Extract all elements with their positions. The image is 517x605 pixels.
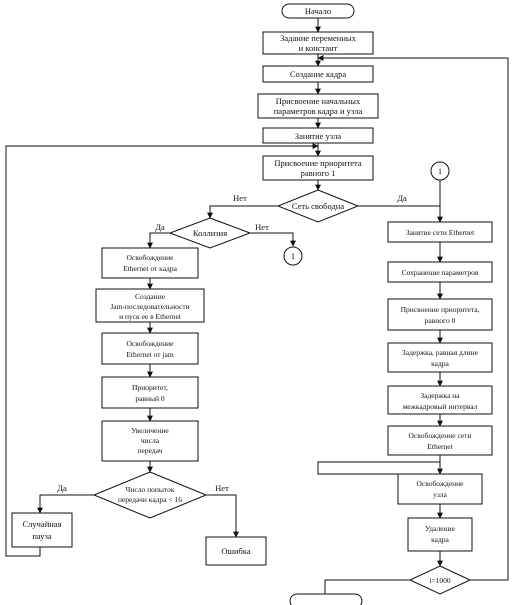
delete-frame-line1: Удаление <box>425 524 456 533</box>
priority-zero-line1: Приоритет, <box>132 383 168 392</box>
create-jam-box: Создание Jam-последовательности и пуск е… <box>95 288 205 323</box>
occupy-ethernet-box: Занятие сети Ethernet <box>387 221 493 243</box>
connector-1-right-label: 1 <box>438 166 442 176</box>
edge-collision-yes <box>147 232 170 249</box>
error-label: Ошибка <box>221 546 251 556</box>
priority-zero-box: Приоритет, равный 0 <box>101 376 199 409</box>
edge-loop-back <box>317 55 509 581</box>
edge-collision-no <box>250 232 296 247</box>
connector-1-right: 1 <box>430 161 450 181</box>
end-terminator <box>289 593 363 605</box>
free-ethernet-jam-box: Освобождение Ethernet от jam <box>101 332 199 365</box>
increase-attempts-line1: Увеличение <box>131 426 169 435</box>
increase-attempts-line2: числа <box>141 436 160 445</box>
loop-check-label: i=1000 <box>429 576 451 585</box>
random-pause-line1: Случайная <box>23 519 62 529</box>
create-frame-label: Создание кадра <box>290 69 347 79</box>
free-node-line2: узла <box>433 490 447 499</box>
random-pause-line2: пауза <box>32 531 51 541</box>
occupy-node-box: Занятие узла <box>262 127 374 144</box>
free-network-line2: Ethernet <box>427 442 453 451</box>
create-jam-line2: Jam-последовательности <box>110 302 189 311</box>
collision-yes-label: Да <box>155 222 165 232</box>
assign-priority-box: Присвоение приоритета равного 1 <box>262 155 374 181</box>
connector-1-left-label: 1 <box>291 251 295 261</box>
network-free-decision: Сеть свободна <box>276 189 360 223</box>
edge-netfree-yes <box>358 205 443 223</box>
attempts-check-line1: Число попыток <box>126 485 175 494</box>
create-jam-line3: и пуск ее в Ethernet <box>119 312 182 321</box>
assign-priority-line2: равного 1 <box>301 168 336 178</box>
network-free-yes-label: Да <box>397 193 407 203</box>
start-label: Начало <box>305 6 331 16</box>
free-ethernet-frame-box: Освобождение Ethernet от кадра <box>101 247 199 279</box>
init-vars-line2: и констант <box>299 43 338 53</box>
error-box: Ошибка <box>205 536 267 566</box>
save-params-label: Сохранение параметров <box>402 268 479 277</box>
priority-zero-line2: равный 0 <box>135 394 165 403</box>
assign-priority-zero-line2: равного 0 <box>425 316 456 325</box>
interframe-delay-box: Задержка на межкадровый интервал <box>387 385 493 415</box>
edge-freenet-freenode <box>317 455 441 475</box>
increase-attempts-line3: передач <box>138 446 163 455</box>
edge-netfree-no <box>207 205 278 219</box>
attempts-check-line2: передачи кадра < 16 <box>118 495 182 504</box>
free-node-box: Освобождение узла <box>397 473 483 505</box>
connector-1-left: 1 <box>283 246 303 266</box>
free-network-box: Освобождение сети Ethernet <box>387 425 493 456</box>
occupy-ethernet-label: Занятие сети Ethernet <box>406 228 475 237</box>
interframe-delay-line2: межкадровый интервал <box>403 402 478 411</box>
edges <box>5 18 509 594</box>
edge-loop-end <box>324 579 410 594</box>
init-vars-line1: Задание переменных <box>280 33 356 43</box>
network-free-no-label: Нет <box>233 193 247 203</box>
free-ethernet-frame-line2: Ethernet от кадра <box>123 264 178 273</box>
assign-params-line2: параметров кадра и узла <box>274 106 363 116</box>
increase-attempts-box: Увеличение числа передач <box>101 420 199 462</box>
edge-check-no <box>206 494 239 538</box>
occupy-node-label: Занятие узла <box>295 131 342 141</box>
collision-decision: Коллизия <box>168 217 252 249</box>
assign-priority-line1: Присвоение приоритета <box>274 158 361 168</box>
frame-delay-box: Задержка, равная длине кадра <box>387 342 493 373</box>
free-network-line1: Освобождение сети <box>409 431 472 440</box>
edge-pause-loopback <box>5 143 319 557</box>
delete-frame-box: Удаление кадра <box>407 517 473 552</box>
assign-priority-zero-box: Присвоение приоритета, равного 0 <box>387 298 493 331</box>
assign-params-box: Присвоение начальных параметров кадра и … <box>257 93 379 119</box>
frame-delay-line1: Задержка, равная длине <box>402 348 479 357</box>
network-free-label: Сеть свободна <box>292 201 344 211</box>
create-frame-box: Создание кадра <box>262 65 374 83</box>
attempts-yes-label: Да <box>57 483 67 493</box>
init-vars-box: Задание переменных и констант <box>262 31 374 55</box>
interframe-delay-line1: Задержка на <box>420 391 460 400</box>
assign-priority-zero-line1: Присвоение приоритета, <box>401 305 480 314</box>
attempts-no-label: Нет <box>215 483 229 493</box>
save-params-box: Сохранение параметров <box>387 261 493 283</box>
delete-frame-line2: кадра <box>431 535 449 544</box>
start-terminator: Начало <box>281 3 355 19</box>
collision-no-label: Нет <box>255 222 269 232</box>
frame-delay-line2: кадра <box>431 359 449 368</box>
create-jam-line1: Создание <box>135 292 166 301</box>
free-node-line1: Освобождение <box>416 479 464 488</box>
edge-check-yes <box>37 494 94 514</box>
assign-params-line1: Присвоение начальных <box>276 96 361 106</box>
free-ethernet-jam-line2: Ethernet от jam <box>126 350 173 359</box>
free-ethernet-frame-line1: Освобождение <box>126 253 174 262</box>
collision-label: Коллизия <box>193 228 227 238</box>
free-ethernet-jam-line1: Освобождение <box>126 339 174 348</box>
attempts-check-decision: Число попыток передачи кадра < 16 <box>92 471 208 519</box>
random-pause-box: Случайная пауза <box>11 512 73 548</box>
loop-check-decision: i=1000 <box>408 565 472 595</box>
